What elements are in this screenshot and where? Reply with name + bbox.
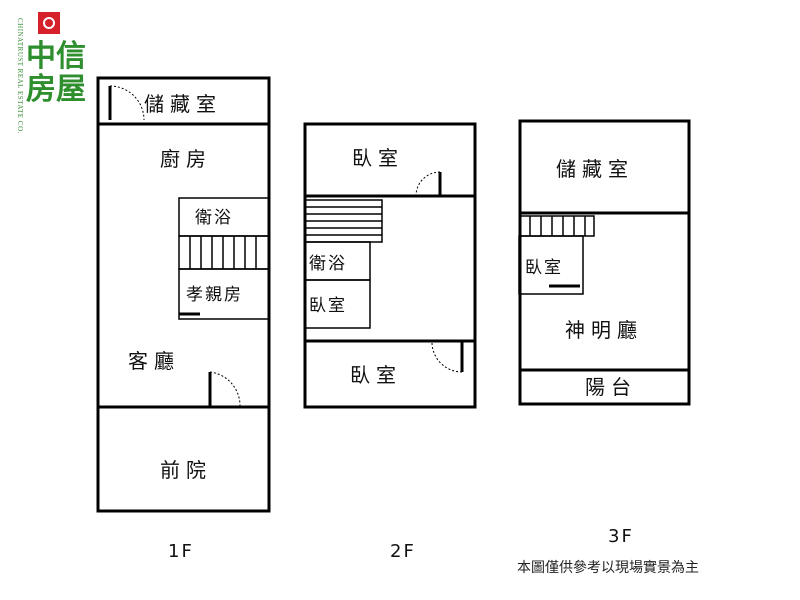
floor-3f-outline — [518, 119, 691, 406]
floor-label-3f: 3F — [608, 526, 634, 547]
parents-room-outline — [178, 268, 270, 320]
room-label-bedroom: 臥室 — [525, 258, 563, 278]
room-label-bath: 衛浴 — [195, 208, 233, 228]
red-square-logo-icon — [38, 12, 60, 34]
stairs — [519, 215, 595, 237]
floor-1f-outline — [96, 76, 271, 513]
company-logo: CHINATRUST REAL ESTATE CO. 中信房屋 — [10, 8, 86, 134]
small-bedroom-outline — [304, 279, 371, 329]
stair-treads — [189, 236, 257, 269]
room-label-bedroom-small: 臥室 — [309, 296, 347, 316]
room-label-parents-room: 孝親房 — [186, 285, 243, 305]
door-swing — [209, 371, 241, 408]
room-label-balcony: 陽台 — [585, 375, 637, 399]
room-label-storage: 儲藏室 — [144, 92, 222, 116]
room-label-front-yard: 前院 — [160, 458, 212, 482]
stair-treads — [529, 216, 586, 236]
door-swing — [415, 171, 441, 197]
floor-label-1f: 1F — [168, 541, 194, 562]
door-swing — [109, 85, 145, 121]
floor-1f-plan: 儲藏室 廚房 衛浴 孝親房 客廳 前院 1F — [96, 76, 271, 562]
room-label-shrine-hall: 神明廳 — [565, 318, 643, 342]
stair-treads — [305, 206, 382, 236]
room-label-kitchen: 廚房 — [160, 147, 212, 171]
room-label-bedroom-top: 臥室 — [352, 146, 404, 170]
door-swing — [431, 340, 463, 373]
room-label-storage: 儲藏室 — [556, 157, 634, 181]
bedroom-outline — [518, 235, 584, 295]
logo-chinese-name: 中信房屋 — [26, 39, 86, 107]
room-label-bedroom-bottom: 臥室 — [350, 363, 402, 387]
logo-english-name: CHINATRUST REAL ESTATE CO. — [16, 18, 24, 134]
floor-label-2f: 2F — [390, 541, 416, 562]
room-label-living-room: 客廳 — [128, 349, 180, 373]
disclaimer-text: 本圖僅供參考以現場實景為主 — [517, 559, 699, 576]
room-label-bath: 衛浴 — [309, 254, 347, 274]
floor-2f-plan: 臥室 衛浴 臥室 臥室 2F — [303, 122, 477, 562]
floor-3f-plan: 儲藏室 臥室 神明廳 陽台 3F — [518, 119, 691, 547]
